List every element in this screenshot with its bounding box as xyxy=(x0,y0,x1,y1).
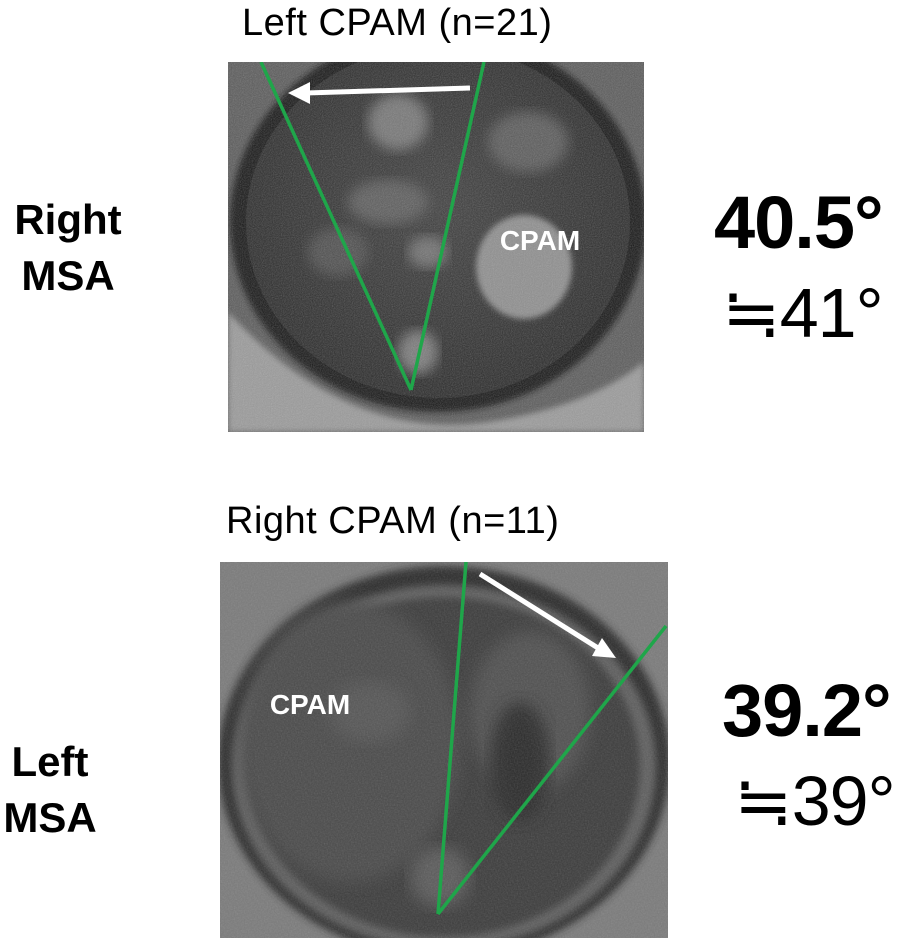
bottom-angle-exact: 39.2° xyxy=(722,669,892,752)
bottom-scan-label: CPAM xyxy=(270,689,350,720)
bottom-angle-approx: ≒39° xyxy=(734,762,896,840)
top-side-label: Right MSA xyxy=(6,192,130,304)
top-angle-exact: 40.5° xyxy=(714,181,884,264)
bottom-side-label-line1: Left xyxy=(11,738,89,785)
top-mri-scan: CPAM xyxy=(228,62,644,432)
top-scan-label: CPAM xyxy=(500,225,580,256)
bottom-side-label-line2: MSA xyxy=(3,794,97,841)
bottom-side-label: Left MSA xyxy=(0,734,100,846)
top-panel-title: Left CPAM (n=21) xyxy=(242,2,553,44)
top-angle-approx: ≒41° xyxy=(722,274,884,352)
bottom-mri-scan: CPAM xyxy=(220,562,668,938)
top-side-label-line2: MSA xyxy=(21,252,115,299)
bottom-panel-title: Right CPAM (n=11) xyxy=(226,500,560,542)
top-side-label-line1: Right xyxy=(14,196,122,243)
